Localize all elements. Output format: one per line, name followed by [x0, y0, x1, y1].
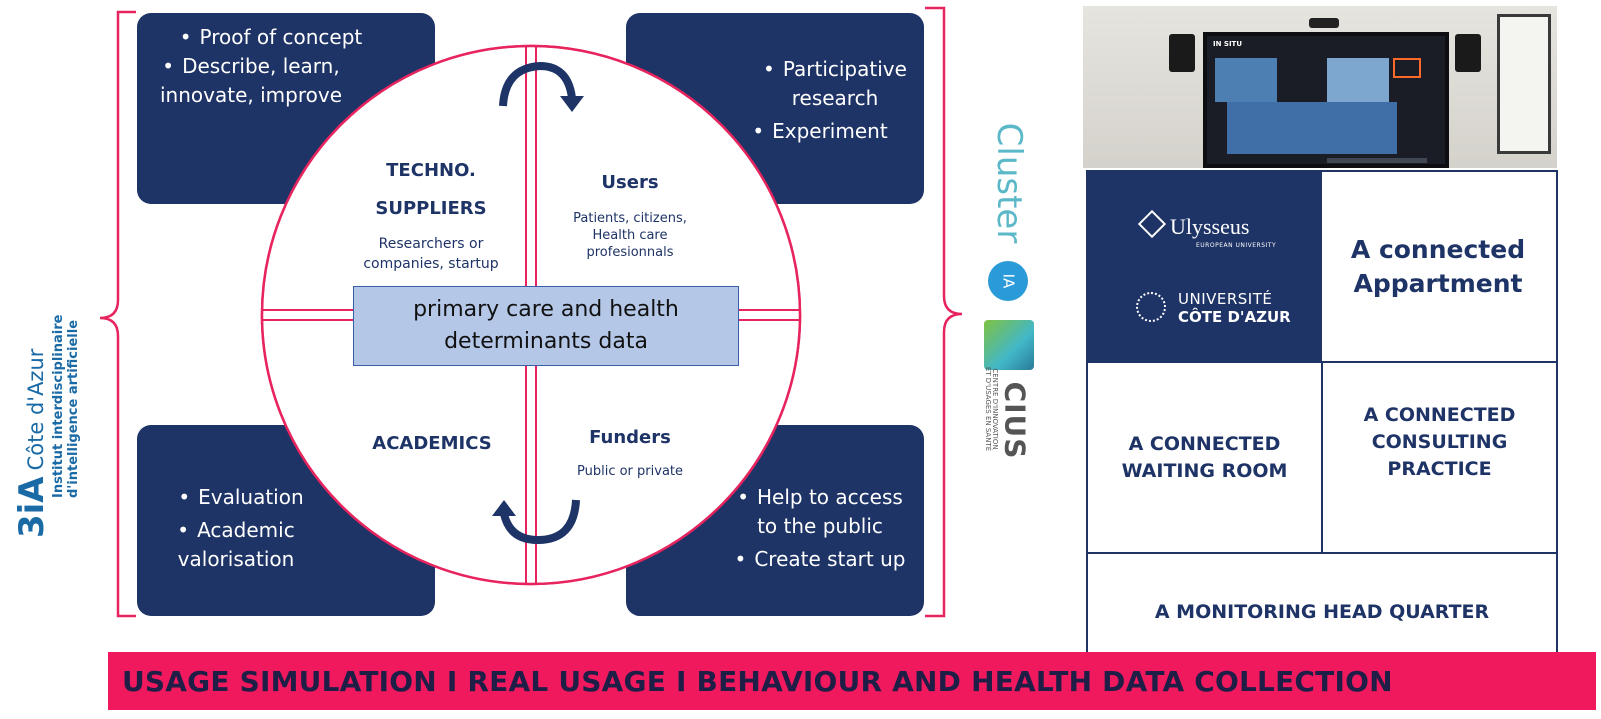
- sector-funders-sub: Public or private: [577, 464, 683, 479]
- sector-users-sub1: Patients, citizens,: [573, 211, 687, 226]
- left-brace: [99, 10, 136, 618]
- camera-icon: [1309, 18, 1339, 28]
- room-photo: IN SITU: [1083, 6, 1557, 168]
- logo-cius-sub2: ET D'USAGES EN SANTÉ: [984, 366, 992, 452]
- logo-cius-emblem: [984, 320, 1034, 370]
- box-bottom-right-item-2: •Create start up: [734, 547, 906, 571]
- monitor-label: IN SITU: [1213, 40, 1243, 48]
- sector-academics-title: ACADEMICS: [372, 433, 492, 454]
- speaker-left-icon: [1169, 34, 1195, 72]
- monitor-screen: IN SITU: [1203, 32, 1449, 168]
- consult-line2: CONSULTING: [1371, 431, 1508, 453]
- waiting-line2: WAITING ROOM: [1121, 459, 1288, 482]
- center-data-line1: primary care and health: [413, 297, 679, 322]
- monitor-view-main: [1227, 102, 1397, 154]
- box-top-right-item-2: •Experiment: [752, 119, 888, 143]
- speaker-right-icon: [1455, 34, 1481, 72]
- bottom-banner-text: USAGE SIMULATION I REAL USAGE I BEHAVIOU…: [122, 664, 1393, 698]
- right-brace: [925, 6, 963, 618]
- box-bottom-right: •Help to access to the public •Create st…: [626, 425, 924, 616]
- uca-name-2: CÔTE D'AZUR: [1178, 308, 1291, 326]
- logo-cluster-text: Cluster: [989, 122, 1029, 244]
- ulysseus-icon: [1137, 209, 1167, 239]
- center-data-line2: determinants data: [444, 329, 648, 354]
- logo-cius-text: CIUS: [998, 381, 1032, 460]
- cell-connected-apartment: A connected Appartment: [1320, 170, 1558, 363]
- center-data-box: primary care and health determinants dat…: [353, 286, 739, 366]
- box-bottom-left-item-1: •Evaluation: [178, 485, 304, 509]
- box-top-left-item-2: •Describe, learn, innovate, improve: [160, 54, 342, 107]
- waiting-line1: A CONNECTED: [1128, 432, 1281, 455]
- logo-cluster-badge: IA: [988, 261, 1028, 301]
- uca-emblem-icon: [1136, 292, 1166, 322]
- uca-logo-cell: Ulysseus EUROPEAN UNIVERSITY UNIVERSITÉ …: [1086, 170, 1322, 361]
- consult-line3: PRACTICE: [1387, 458, 1492, 480]
- uca-name-1: UNIVERSITÉ: [1178, 290, 1273, 308]
- cell-connected-consulting-practice: A CONNECTED CONSULTING PRACTICE: [1321, 361, 1558, 554]
- cell-monitoring-hq: A MONITORING HEAD QUARTER: [1086, 552, 1558, 654]
- sector-techno-title2: SUPPLIERS: [375, 198, 487, 219]
- box-bottom-left-item-2: •Academic valorisation: [177, 518, 295, 571]
- apartment-line2: Appartment: [1353, 268, 1523, 298]
- ulysseus-sub: EUROPEAN UNIVERSITY: [1196, 242, 1277, 249]
- sector-techno-title1: TECHNO.: [386, 160, 476, 181]
- monitoring-label: A MONITORING HEAD QUARTER: [1154, 601, 1490, 623]
- monitor-view-2: [1327, 58, 1389, 102]
- logo-cluster-ia: Cluster IA: [976, 103, 1046, 307]
- sector-techno-sub2: companies, startup: [363, 256, 499, 272]
- apartment-line1: A connected: [1350, 234, 1526, 264]
- box-bottom-right-item-1: •Help to access to the public: [737, 485, 903, 538]
- room-window: [1497, 14, 1551, 154]
- sector-users-sub2: Health care: [592, 228, 668, 243]
- monitor-toolbar: [1327, 158, 1427, 163]
- consult-line1: A CONNECTED: [1363, 404, 1516, 426]
- logo-cius: CIUS CENTRE D'INNOVATION ET D'USAGES EN …: [984, 320, 1036, 462]
- monitor-alert: [1393, 58, 1421, 78]
- sector-techno-sub1: Researchers or: [378, 236, 484, 252]
- sector-users-sub3: profesionnals: [586, 245, 674, 260]
- cell-connected-waiting-room: A CONNECTED WAITING ROOM: [1086, 361, 1323, 554]
- sector-funders-title: Funders: [589, 427, 671, 448]
- bottom-banner: USAGE SIMULATION I REAL USAGE I BEHAVIOU…: [108, 652, 1596, 710]
- logo-cius-sub1: CENTRE D'INNOVATION: [991, 368, 999, 450]
- box-top-left-item-1: •Proof of concept: [179, 25, 363, 49]
- sector-users-title: Users: [601, 172, 659, 193]
- monitor-view-1: [1215, 58, 1277, 102]
- ulysseus-name: Ulysseus: [1170, 214, 1250, 239]
- box-top-right-item-1: •Participative research: [763, 57, 907, 110]
